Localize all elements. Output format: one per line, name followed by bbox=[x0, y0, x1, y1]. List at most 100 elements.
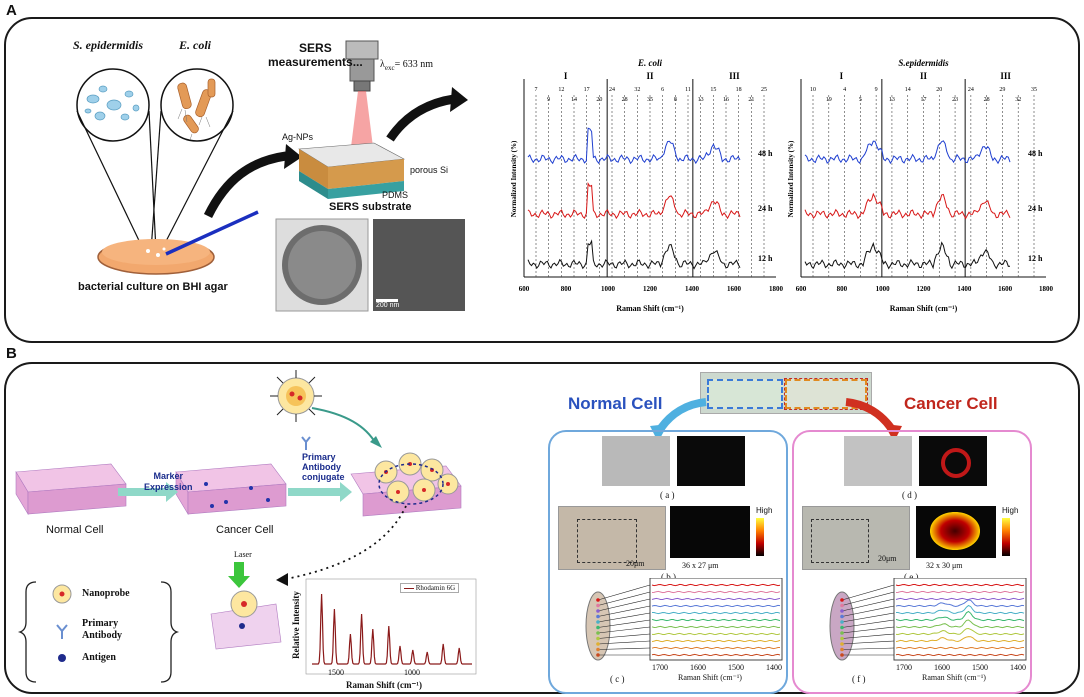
normal-colorbar bbox=[756, 518, 764, 556]
mapping-arrow bbox=[841, 626, 895, 634]
cancer-hotspot bbox=[930, 512, 980, 550]
r6g-legend-text: Rhodamin 6G bbox=[415, 584, 456, 592]
r6g-xlabel: Raman Shift (cm⁻¹) bbox=[346, 680, 422, 690]
spectrum-line bbox=[651, 646, 780, 650]
panel-b: Normal Cell Marker Expression Cancer Cel… bbox=[4, 362, 1080, 694]
cancer-map bbox=[916, 506, 996, 558]
series-line-1-0 bbox=[804, 140, 1011, 165]
peak-label-1-8: 20 bbox=[936, 87, 942, 93]
e-coli-label: E. coli bbox=[179, 38, 211, 52]
peak-label-1-9: 23 bbox=[952, 97, 958, 103]
cancer-fluorescence bbox=[919, 436, 987, 486]
antibody-line: Antibody bbox=[302, 462, 341, 472]
spectrum-line bbox=[651, 653, 781, 657]
normal-fluorescence bbox=[677, 436, 745, 486]
xtick-1-6: 1800 bbox=[1039, 285, 1054, 293]
mapping-arrow bbox=[841, 584, 895, 601]
mapping-arrow bbox=[597, 612, 651, 623]
sers-measurements-label: SERS measurements... bbox=[268, 41, 363, 69]
mapping-arrow bbox=[597, 605, 651, 617]
cancer-high: High bbox=[1002, 506, 1019, 515]
primary-line: Primary bbox=[302, 452, 336, 462]
sample-point bbox=[596, 642, 600, 646]
spectrum-line bbox=[895, 590, 1025, 594]
ctick-1400: 1400 bbox=[1010, 663, 1026, 672]
label-c: ( c ) bbox=[610, 674, 625, 684]
peak-label-0-2: 12 bbox=[558, 87, 564, 93]
cancer-spectra-stack bbox=[829, 578, 1027, 661]
mapping-arrow bbox=[841, 598, 895, 612]
peak-label-0-6: 24 bbox=[609, 87, 615, 93]
normal-cell-title: Normal Cell bbox=[568, 394, 663, 413]
sample-point bbox=[840, 598, 844, 602]
spectrum-line bbox=[895, 627, 1025, 636]
mapping-arrow bbox=[597, 584, 651, 601]
mapping-arrow bbox=[597, 591, 651, 606]
legend-antibody-line1: Primary bbox=[82, 618, 119, 629]
peak-label-1-7: 17 bbox=[921, 97, 927, 103]
spectrum-line bbox=[651, 590, 781, 594]
ctick-1500: 1500 bbox=[972, 663, 988, 672]
spectrum-line bbox=[651, 625, 781, 629]
cancer-scale: 20μm bbox=[878, 554, 897, 563]
r6g-xtick-1500: 1500 bbox=[328, 668, 344, 677]
lambda-value: = 633 nm bbox=[394, 59, 433, 70]
xtick-0-3: 1200 bbox=[643, 285, 658, 293]
label-a: ( a ) bbox=[660, 490, 675, 500]
ntick-1700: 1700 bbox=[652, 663, 668, 672]
peak-label-0-18: 25 bbox=[761, 87, 767, 93]
sample-point bbox=[840, 609, 844, 613]
spectrum-line bbox=[895, 583, 1025, 587]
label-f: ( f ) bbox=[852, 674, 866, 684]
r6g-xtick-1000: 1000 bbox=[404, 668, 420, 677]
mapping-arrow bbox=[597, 647, 651, 650]
sample-point bbox=[840, 636, 844, 641]
spectrum-line bbox=[896, 604, 1025, 615]
spectrum-line bbox=[652, 611, 781, 615]
sample-point bbox=[840, 625, 844, 630]
spectrum-line bbox=[651, 583, 781, 587]
peak-label-1-14: 35 bbox=[1031, 87, 1037, 93]
region-label-1-2: III bbox=[1000, 71, 1011, 81]
panel-a: S. epidermidis E. coli SERS measurements… bbox=[4, 17, 1080, 343]
normal-scale: 20μm bbox=[626, 559, 645, 568]
peak-label-1-4: 9 bbox=[875, 87, 878, 93]
peak-label-0-0: 7 bbox=[535, 87, 538, 93]
spectrum-line bbox=[651, 618, 781, 622]
normal-map bbox=[670, 506, 750, 558]
spectrum-line bbox=[651, 604, 781, 608]
nanoprobe-illustration bbox=[15, 370, 477, 683]
mapping-arrow bbox=[841, 591, 895, 606]
region-label-0-0: I bbox=[564, 71, 568, 81]
ag-nps-label: Ag-NPs bbox=[282, 132, 314, 142]
ntick-1400: 1400 bbox=[766, 663, 782, 672]
label-d: ( d ) bbox=[902, 490, 917, 500]
sample-point bbox=[840, 647, 844, 652]
series-label-0-1: 24 h bbox=[758, 204, 773, 213]
normal-spectra-stack bbox=[585, 578, 783, 661]
panel-a-label: A bbox=[6, 2, 17, 19]
lambda-symbol: λ bbox=[380, 59, 385, 70]
series-line-1-2 bbox=[804, 241, 1011, 270]
xtick-0-5: 1600 bbox=[727, 285, 742, 293]
spectrum-line bbox=[651, 639, 781, 643]
peak-label-1-10: 24 bbox=[968, 87, 974, 93]
cancer-ring bbox=[941, 448, 971, 478]
peak-label-1-5: 13 bbox=[889, 97, 895, 103]
peak-label-0-15: 16 bbox=[723, 97, 729, 103]
peak-label-1-12: 29 bbox=[999, 87, 1005, 93]
series-label-1-1: 24 h bbox=[1028, 204, 1043, 213]
sample-point bbox=[840, 653, 844, 657]
peak-label-0-9: 35 bbox=[647, 97, 653, 103]
xtick-1-0: 600 bbox=[796, 285, 807, 293]
peak-label-0-12: 11 bbox=[685, 87, 691, 93]
spectrum-line bbox=[895, 610, 1025, 622]
sample-point bbox=[596, 631, 600, 635]
ctick-1700: 1700 bbox=[896, 663, 912, 672]
series-line-0-1 bbox=[527, 182, 741, 220]
peak-label-1-2: 4 bbox=[843, 87, 846, 93]
xtick-1-2: 1000 bbox=[876, 285, 891, 293]
peak-label-1-0: 10 bbox=[810, 87, 816, 93]
cancer-cell-box bbox=[792, 430, 1032, 694]
